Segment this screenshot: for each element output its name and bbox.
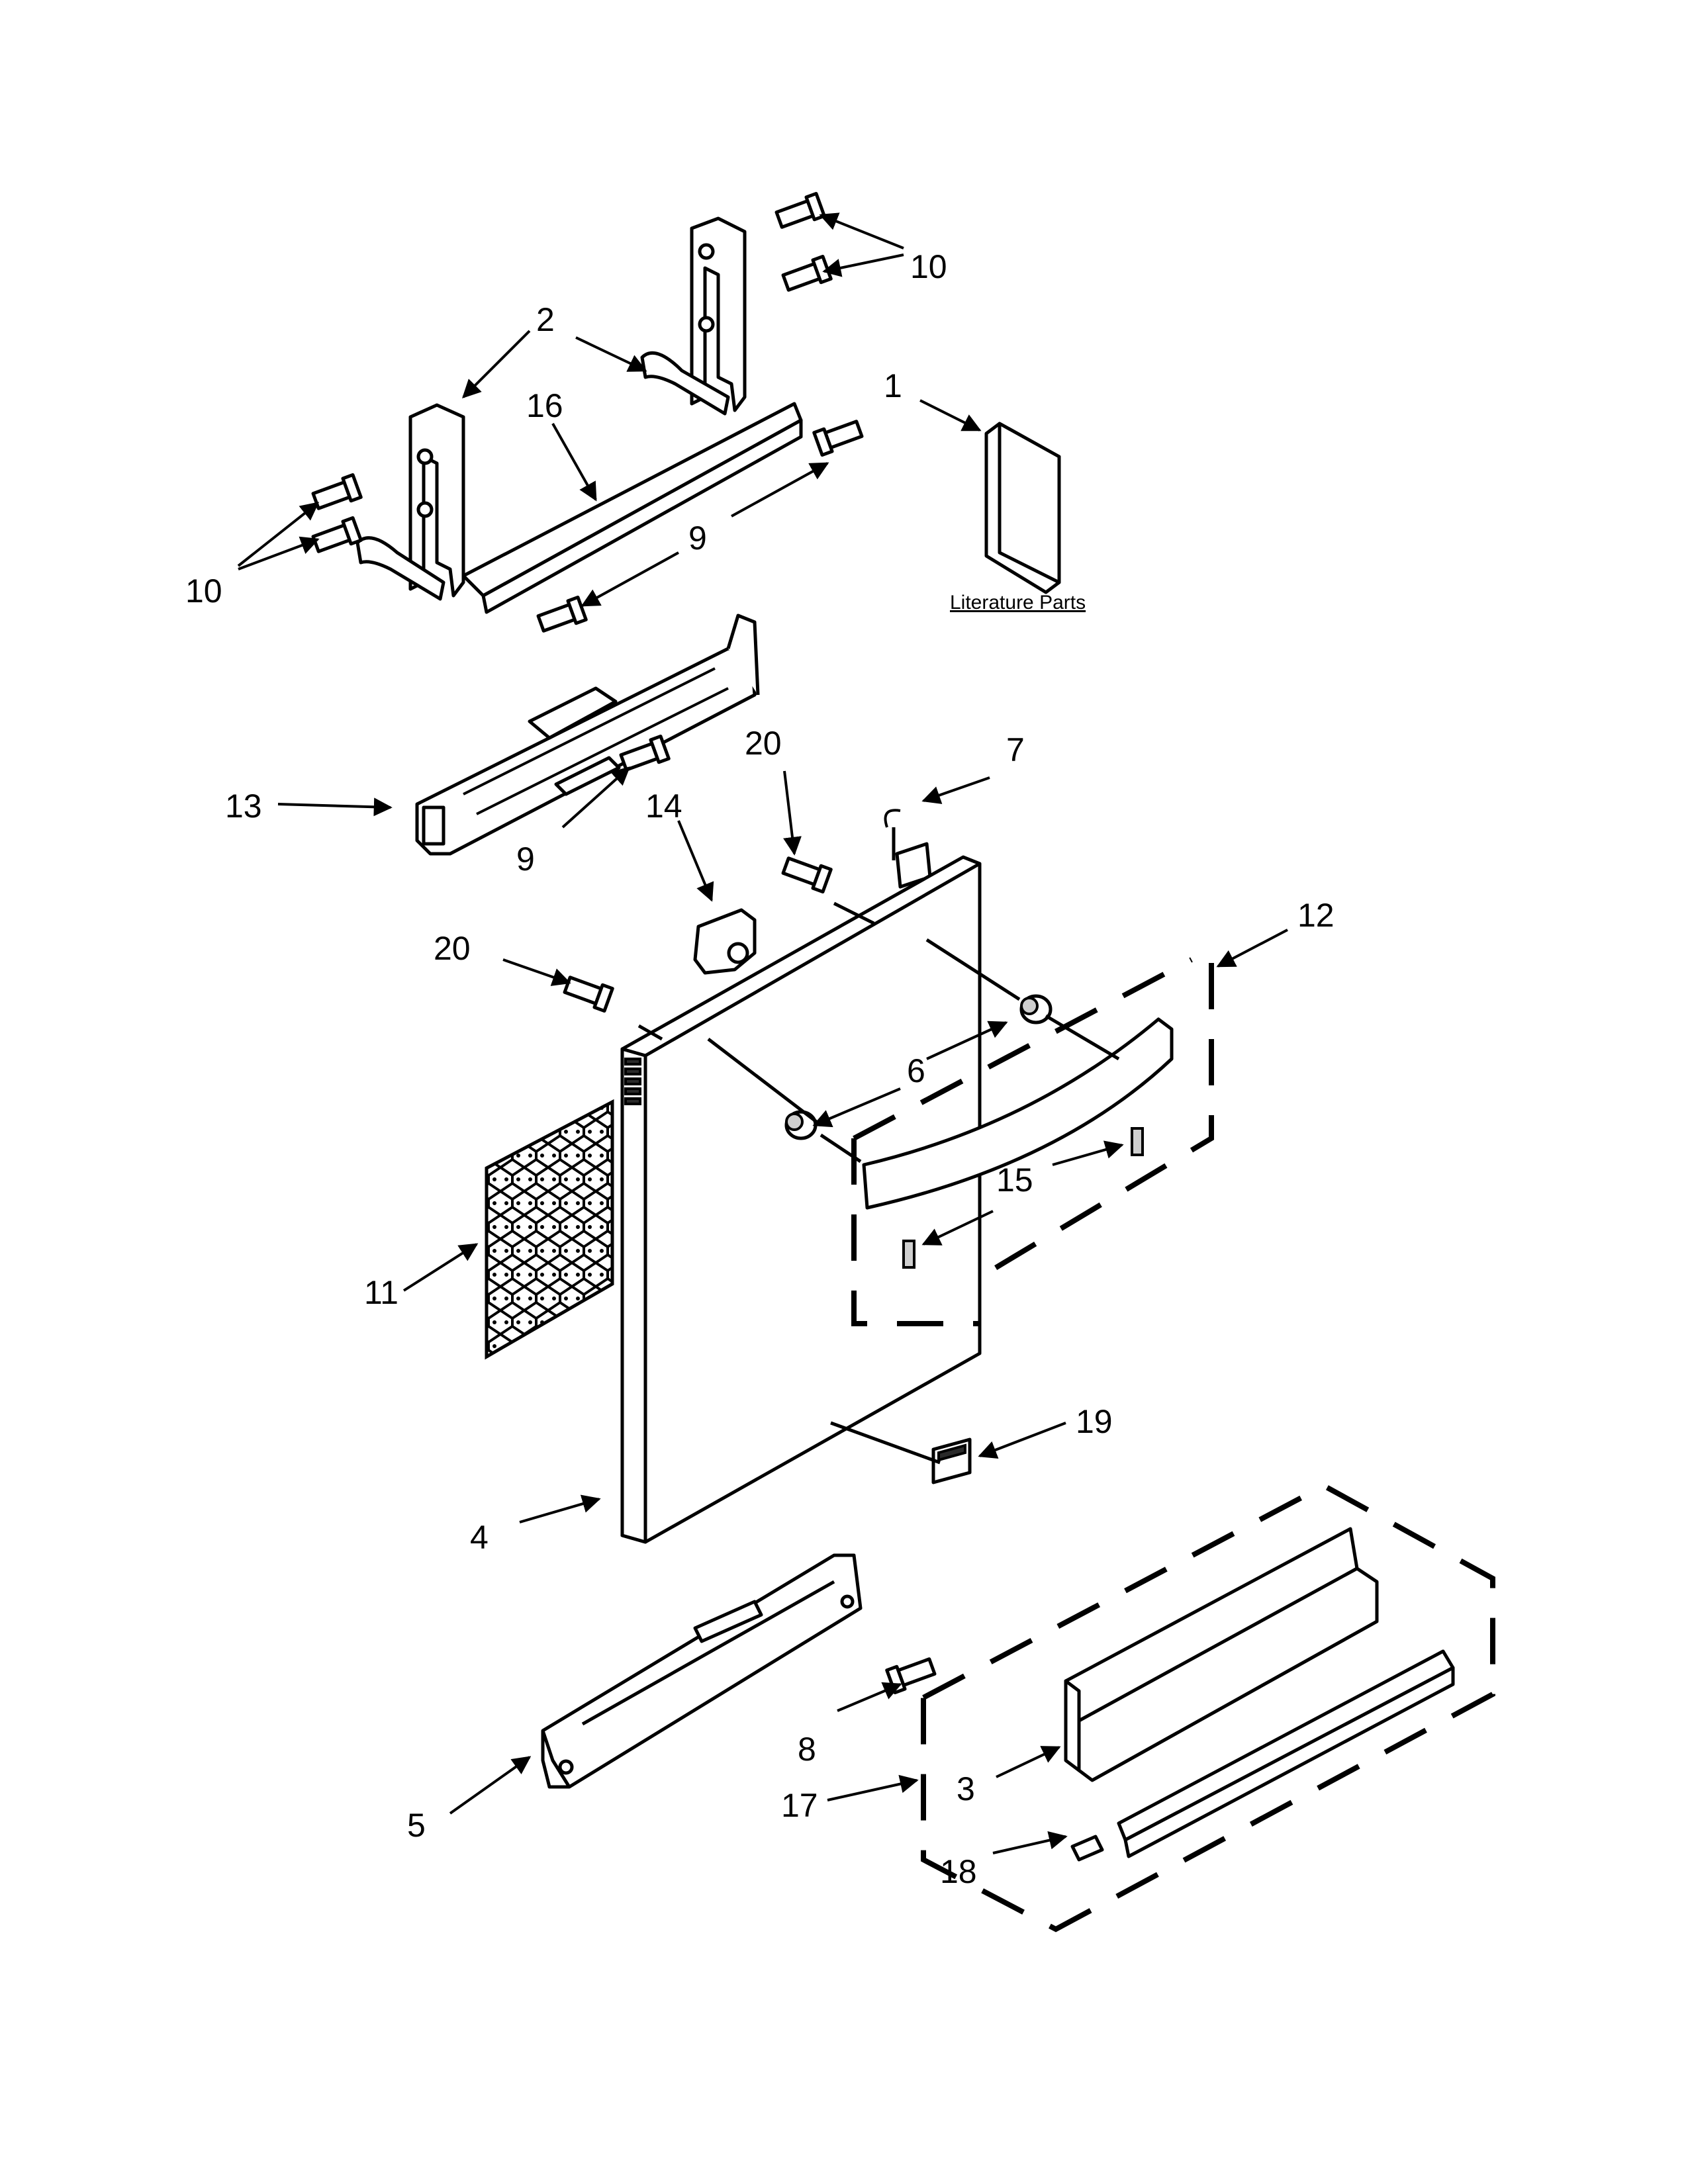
callout-20-upper: 20 [745, 725, 782, 762]
callout-7: 7 [1006, 731, 1025, 768]
callout-15: 15 [996, 1161, 1033, 1199]
screw-20-upper [781, 856, 833, 894]
screw-10-left-2 [311, 516, 363, 553]
callout-3: 3 [957, 1770, 975, 1807]
handle-assembly-dashed-box [851, 957, 1214, 1326]
literature-parts-caption: Literature Parts [950, 592, 1086, 614]
callout-6: 6 [907, 1052, 925, 1089]
kickplate-dashed-box [921, 1482, 1495, 1933]
toe-kick-trim-strip [1117, 1649, 1455, 1858]
callout-9-rail: 9 [688, 520, 707, 557]
callout-10-top: 10 [910, 248, 947, 285]
trim-clip [1070, 1835, 1104, 1862]
screw-9-console [619, 734, 671, 772]
callout-13: 13 [225, 788, 262, 825]
callout-2: 2 [536, 301, 555, 338]
callout-5: 5 [407, 1807, 426, 1844]
screw-10-left-1 [311, 473, 363, 510]
handle-screw-15-left [902, 1240, 915, 1269]
mounting-bracket-left [355, 403, 465, 601]
callout-8: 8 [798, 1731, 816, 1768]
screw-9-rail-right [812, 420, 864, 457]
door-handle [862, 1017, 1174, 1210]
screw-10-top-2 [781, 254, 833, 292]
callout-19: 19 [1076, 1403, 1113, 1440]
lower-door-bracket [541, 1553, 863, 1789]
vent-slots [624, 1058, 641, 1105]
callout-12: 12 [1297, 897, 1335, 934]
callout-17: 17 [781, 1787, 818, 1824]
callout-18: 18 [940, 1853, 977, 1890]
leader-arrows [237, 212, 1288, 1854]
callout-14: 14 [645, 788, 682, 825]
mounting-rail [461, 402, 803, 614]
callout-11: 11 [364, 1274, 399, 1311]
control-console [415, 614, 760, 856]
door-latch [693, 908, 757, 975]
handle-standoff-left [784, 1110, 818, 1140]
literature-parts-booklet [984, 422, 1061, 594]
handle-screw-15-right [1131, 1127, 1144, 1156]
screw-20-lower [563, 976, 614, 1013]
callout-1: 1 [884, 367, 902, 404]
callout-16: 16 [526, 387, 563, 424]
callout-4: 4 [470, 1519, 489, 1556]
mounting-bracket-right [640, 216, 747, 416]
handle-standoff-right [1019, 994, 1053, 1024]
outer-door-panel [620, 855, 982, 1544]
insulation-mesh [485, 1099, 614, 1360]
toe-kick-panel [1064, 1527, 1379, 1782]
callout-9-console: 9 [516, 841, 535, 878]
screw-10-top-1 [774, 191, 826, 229]
callout-10-left: 10 [185, 572, 222, 610]
door-switch-wire [884, 809, 932, 889]
door-clip [931, 1437, 972, 1484]
screw-9-rail-left [536, 595, 588, 633]
callout-20-lower: 20 [434, 930, 471, 967]
